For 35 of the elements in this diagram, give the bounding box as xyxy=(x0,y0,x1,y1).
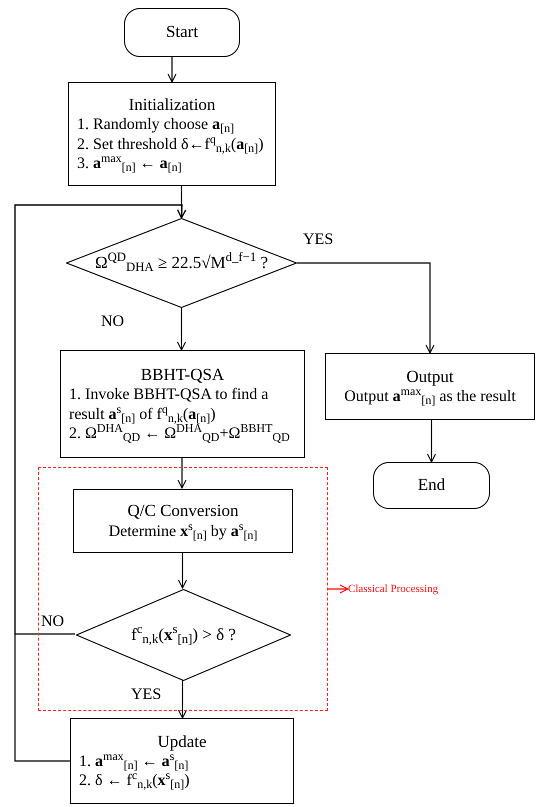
terminal-label: Start xyxy=(166,22,198,43)
end-terminal xyxy=(373,462,490,509)
box-heading: Initialization xyxy=(128,95,216,116)
step-text: 3. a$^{max}$$_{[n]}$ ← a$_{[n]}$ xyxy=(77,154,183,173)
step-text: 1. Randomly choose a$_{[n]}$ xyxy=(77,115,236,135)
step-text: 2. δ ← f$^{c}$$_{n,k}$(x$^{s}$$_{[n]}$) xyxy=(79,771,191,790)
region-label-text: Classical Processing xyxy=(348,582,438,597)
condition-text: Ω$^{QD}$$_{DHA}$ ≥ 22.5√M$^{d_f−1}$ ? xyxy=(94,252,268,274)
arrow xyxy=(178,552,187,588)
arrow xyxy=(297,262,434,354)
decision-diamond xyxy=(66,218,297,308)
box-heading: BBHT-QSA xyxy=(140,365,226,386)
arrow xyxy=(328,584,348,594)
box-heading: Update xyxy=(156,732,208,752)
start-terminal xyxy=(124,8,240,57)
condition-text: f$^{c}$$_{n,k}$(x$^{s}$$_{[n]}$) > δ ? xyxy=(131,624,236,646)
terminal-label: End xyxy=(418,475,446,496)
process-box xyxy=(70,718,294,804)
decision-diamond xyxy=(76,589,291,681)
step-text: 1. Invoke BBHT-QSA to find a result a$^{s}$$_{[n]}$ of f$^{q}$$_{n,k}$(a$_{[n]}$) xyxy=(69,385,268,424)
process-box xyxy=(73,489,293,553)
step-text: Output a$^{max}$$_{[n]}$ as the result xyxy=(343,387,517,406)
box-heading: Q/C Conversion xyxy=(126,501,240,522)
process-box xyxy=(325,353,535,420)
arrow xyxy=(427,420,436,462)
arrow xyxy=(178,458,186,488)
dashed-region xyxy=(38,467,328,711)
arrow xyxy=(168,57,176,82)
arrow xyxy=(14,204,186,762)
step-text: 2. Set threshold δ←f$^{q}$$_{n,k}$(a$_{[n]}$) xyxy=(77,134,265,154)
box-heading: Output xyxy=(405,366,455,388)
arrow xyxy=(178,680,187,718)
process-box xyxy=(68,82,276,186)
arrow xyxy=(177,308,186,350)
process-box xyxy=(60,350,305,458)
